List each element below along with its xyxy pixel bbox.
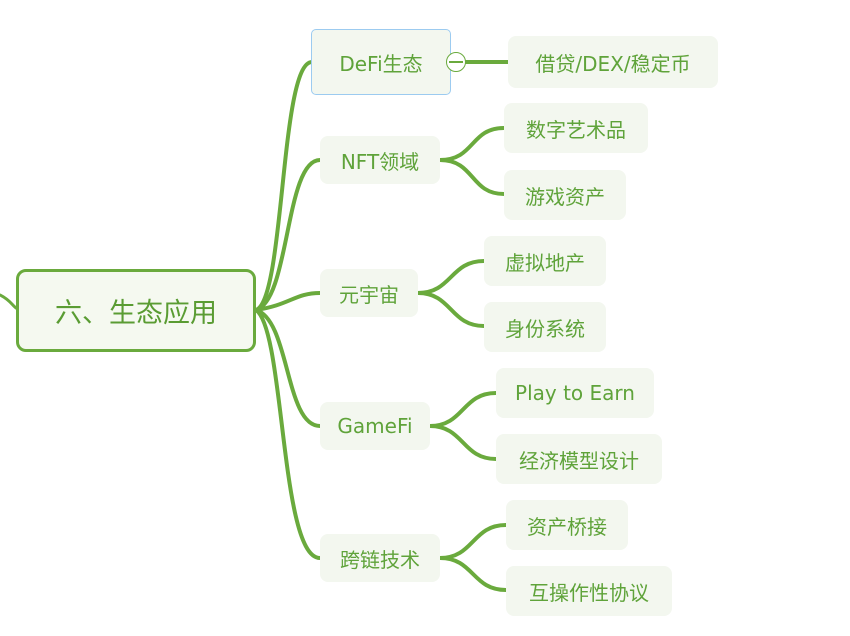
topic-identity-system[interactable]: 身份系统 bbox=[484, 302, 606, 352]
branch-defi[interactable]: DeFi生态 bbox=[311, 29, 451, 95]
topic-play-to-earn[interactable]: Play to Earn bbox=[496, 368, 654, 418]
topic-interoperability[interactable]: 互操作性协议 bbox=[506, 566, 672, 616]
branch-nft[interactable]: NFT领域 bbox=[320, 136, 440, 184]
topic-defi-lending[interactable]: 借贷/DEX/稳定币 bbox=[508, 36, 718, 88]
topic-virtual-land[interactable]: 虚拟地产 bbox=[484, 236, 606, 286]
branch-cross-chain[interactable]: 跨链技术 bbox=[320, 534, 440, 582]
branch-metaverse[interactable]: 元宇宙 bbox=[320, 269, 418, 317]
topic-economic-model[interactable]: 经济模型设计 bbox=[496, 434, 662, 484]
topic-asset-bridge[interactable]: 资产桥接 bbox=[506, 500, 628, 550]
root-topic[interactable]: 六、生态应用 bbox=[16, 269, 256, 352]
collapse-toggle-icon[interactable] bbox=[446, 52, 466, 72]
branch-gamefi[interactable]: GameFi bbox=[320, 402, 430, 450]
topic-game-assets[interactable]: 游戏资产 bbox=[504, 170, 626, 220]
topic-digital-art[interactable]: 数字艺术品 bbox=[504, 103, 648, 153]
